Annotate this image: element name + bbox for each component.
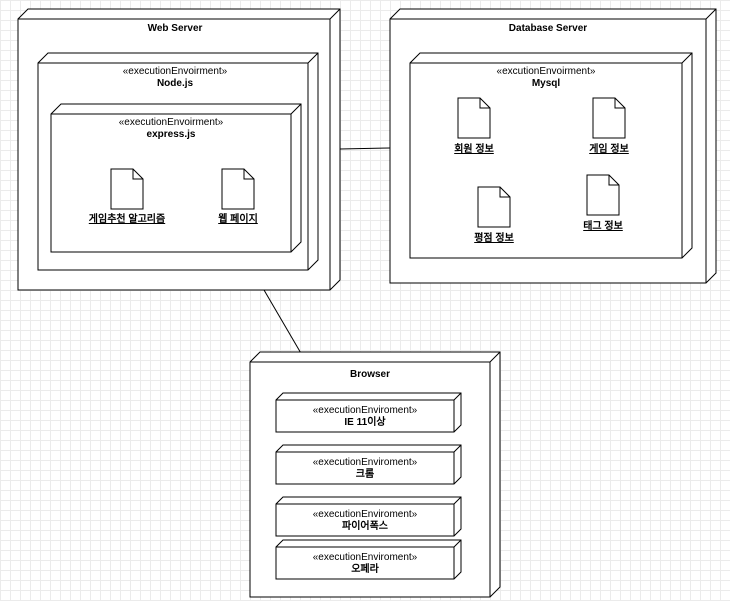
document-web-page-label: 웹 페이지: [218, 212, 258, 225]
browser-env-firefox-stereotype: «executionEnviroment»: [313, 509, 418, 520]
browser-env-ie-name: IE 11이상: [344, 415, 386, 428]
document-member-info-label: 회원 정보: [454, 142, 494, 155]
web-db-connector: [339, 147, 391, 150]
web-server-title: Web Server: [148, 23, 203, 34]
browser-env-firefox-name: 파이어폭스: [342, 519, 388, 532]
browser-env-opera[interactable]: «executionEnviroment» 오페라: [275, 539, 462, 580]
browser-env-opera-name: 오페라: [351, 562, 379, 575]
nodejs-name: Node.js: [157, 78, 194, 89]
document-game-info[interactable]: 게임 정보: [589, 97, 629, 155]
document-member-info[interactable]: 회원 정보: [454, 97, 494, 155]
document-rating-info-label: 평점 정보: [474, 231, 514, 244]
web-browser-connector: [263, 289, 303, 356]
express-environment[interactable]: «executionEnvoirment» express.js: [50, 103, 302, 253]
document-game-recommendation-label: 게임추천 알고리즘: [89, 212, 165, 225]
document-rating-info[interactable]: 평점 정보: [474, 186, 514, 244]
express-stereotype: «executionEnvoirment»: [119, 117, 224, 128]
document-tag-info-label: 태그 정보: [583, 219, 623, 232]
mysql-stereotype: «excutionEnvoirment»: [497, 66, 596, 77]
document-game-recommendation[interactable]: 게임추천 알고리즘: [89, 168, 165, 225]
document-game-info-label: 게임 정보: [589, 142, 629, 155]
document-tag-info[interactable]: 태그 정보: [583, 174, 623, 232]
browser-env-chrome[interactable]: «executionEnviroment» 크롬: [275, 444, 462, 485]
browser-env-opera-stereotype: «executionEnviroment»: [313, 552, 418, 563]
mysql-name: Mysql: [532, 78, 561, 89]
database-server-title: Database Server: [509, 23, 587, 34]
mysql-environment[interactable]: «excutionEnvoirment» Mysql: [409, 52, 693, 259]
browser-title: Browser: [350, 369, 390, 380]
browser-env-ie[interactable]: «executionEnviroment» IE 11이상: [275, 392, 462, 433]
browser-env-ie-stereotype: «executionEnviroment»: [313, 405, 418, 416]
browser-env-chrome-name: 크롬: [356, 468, 374, 480]
browser-env-firefox[interactable]: «executionEnviroment» 파이어폭스: [275, 496, 462, 537]
express-name: express.js: [147, 129, 196, 140]
browser-env-chrome-stereotype: «executionEnviroment»: [313, 457, 418, 468]
document-web-page[interactable]: 웹 페이지: [218, 168, 258, 225]
nodejs-stereotype: «executionEnvoirment»: [123, 66, 228, 77]
